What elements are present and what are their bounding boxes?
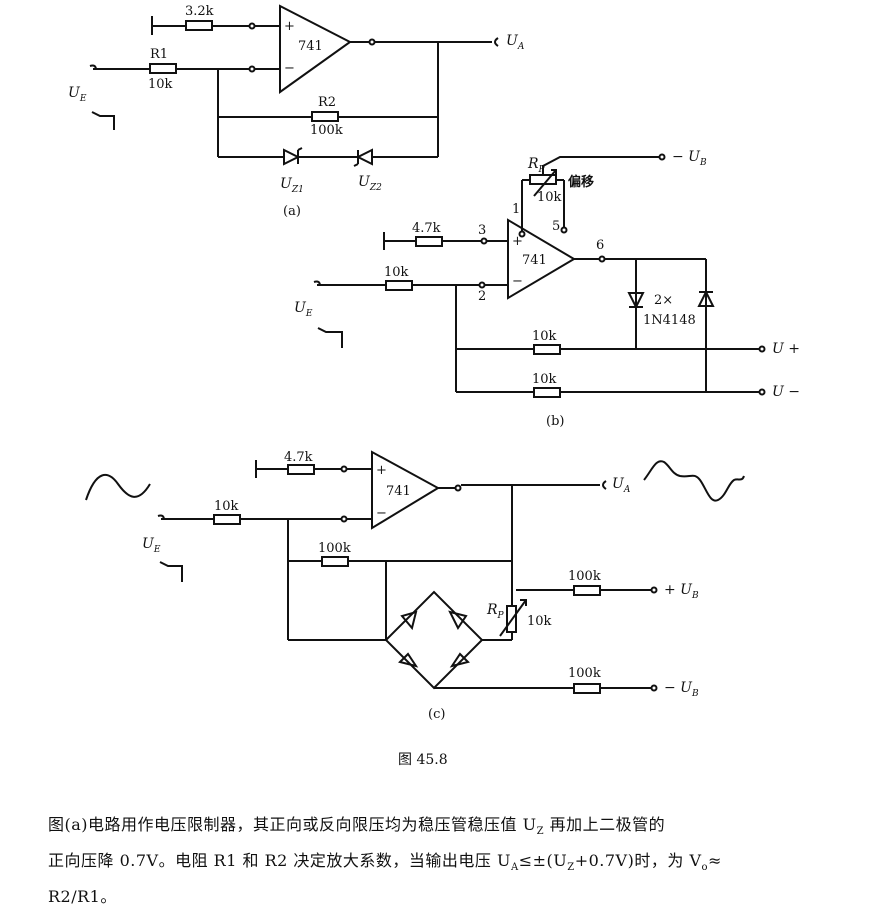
label-uz2: UZ2: [358, 174, 382, 193]
label-rp-c: RP: [486, 602, 505, 621]
resistor-r1: [149, 63, 177, 74]
label-ue-a: UE: [68, 85, 87, 104]
label-ue-c: UE: [142, 536, 161, 555]
circuit-b: RP 偏移 10k − UB 1 5 + − 741 4.7k 3 10k 2 …: [294, 149, 800, 429]
description-paragraph: 图(a)电路用作电压限制器，其正向或反向限压均为稳压管稳压值 UZ 再加上二极管…: [48, 810, 868, 911]
label-u-minus: U −: [772, 384, 800, 400]
resistor-100k-ub-plus: [573, 585, 601, 596]
resistor-4k7-b: [415, 236, 443, 247]
label-u-plus: U +: [772, 341, 800, 357]
label-r-bot-b: 10k: [532, 372, 557, 387]
label-circuit-a: (a): [283, 204, 301, 219]
zener-z1: [283, 148, 301, 166]
label-circuit-c: (c): [428, 707, 445, 722]
pin-3: 3: [478, 223, 486, 238]
opamp-c: [371, 450, 441, 530]
label-r-4k7-c: 4.7k: [284, 450, 313, 465]
label-rp-c-value: 10k: [527, 614, 552, 629]
label-rp-b-value: 10k: [537, 190, 562, 205]
opamp-a-plus: +: [284, 19, 295, 34]
label-r-ub-minus: 100k: [568, 666, 601, 681]
output-clipped-wave: [643, 460, 745, 502]
input-sine-wave: [85, 474, 151, 501]
resistor-10k-in-b: [385, 280, 413, 291]
label-r1-name: R1: [150, 47, 168, 62]
figure-caption: 图 45.8: [398, 752, 448, 768]
label-ua: UA: [506, 33, 525, 52]
resistor-100k-fb-c: [321, 556, 349, 567]
label-rp-b: RP: [527, 156, 546, 175]
pin-1: 1: [512, 202, 520, 217]
opamp-a: [279, 4, 352, 94]
label-r-in-b: 10k: [384, 265, 409, 280]
label-r-fb-c: 100k: [318, 541, 351, 556]
label-r1-value: 10k: [148, 77, 173, 92]
opamp-b-minus: −: [512, 274, 523, 289]
opamp-b-label: 741: [522, 253, 547, 268]
paragraph-line-2: 正向压降 0.7V。电阻 R1 和 R2 决定放大系数，当输出电压 UA≤±(U…: [48, 851, 722, 874]
opamp-c-label: 741: [386, 484, 411, 499]
opamp-b-plus: +: [512, 234, 523, 249]
diode-1n4148-2: [697, 289, 715, 307]
label-ub-plus: + UB: [664, 582, 699, 601]
resistor-10k-top-b: [533, 344, 561, 355]
pin-5: 5: [552, 219, 560, 234]
label-circuit-b: (b): [546, 414, 564, 429]
zener-z2: [355, 148, 373, 166]
circuit-c: 4.7k 10k UE + − 741 UA 100k: [85, 450, 745, 722]
label-2x: 2×: [654, 293, 673, 308]
label-r-3k2: 3.2k: [185, 4, 214, 19]
opamp-a-label: 741: [298, 39, 323, 54]
label-r-4k7-b: 4.7k: [412, 221, 441, 236]
label-r2-name: R2: [318, 95, 336, 110]
diode-1n4148-1: [627, 292, 645, 310]
label-r2-value: 100k: [310, 123, 343, 138]
opamp-c-minus: −: [376, 506, 387, 521]
circuit-a: 3.2k R1 10k + − 741 UA UE R2 100k: [68, 4, 525, 219]
paragraph-line-3: R2/R1。: [48, 887, 117, 907]
pot-rp-b: [529, 174, 557, 185]
label-uz1: UZ1: [280, 176, 304, 195]
label-r-top-b: 10k: [532, 329, 557, 344]
diode-bridge: [384, 590, 484, 690]
label-1n4148: 1N4148: [643, 313, 696, 328]
paragraph-line-1: 图(a)电路用作电压限制器，其正向或反向限压均为稳压管稳压值 UZ 再加上二极管…: [48, 815, 666, 838]
resistor-100k-ub-minus: [573, 683, 601, 694]
label-ub-minus: − UB: [664, 680, 699, 699]
label-ua-c: UA: [612, 476, 631, 495]
label-r-in-c: 10k: [214, 499, 239, 514]
pin-2: 2: [478, 289, 486, 304]
opamp-a-minus: −: [284, 61, 295, 76]
resistor-r2: [311, 111, 339, 122]
label-offset: 偏移: [568, 174, 594, 190]
opamp-c-plus: +: [376, 463, 387, 478]
pin-6: 6: [596, 238, 604, 253]
label-r-ub-plus: 100k: [568, 569, 601, 584]
resistor-10k-bot-b: [533, 387, 561, 398]
resistor-4k7-c: [287, 464, 315, 475]
resistor-10k-in-c: [213, 514, 241, 525]
label-ub-b: − UB: [672, 149, 707, 168]
label-ue-b: UE: [294, 300, 313, 319]
resistor-3k2: [185, 20, 213, 31]
opamp-b: [507, 218, 576, 300]
